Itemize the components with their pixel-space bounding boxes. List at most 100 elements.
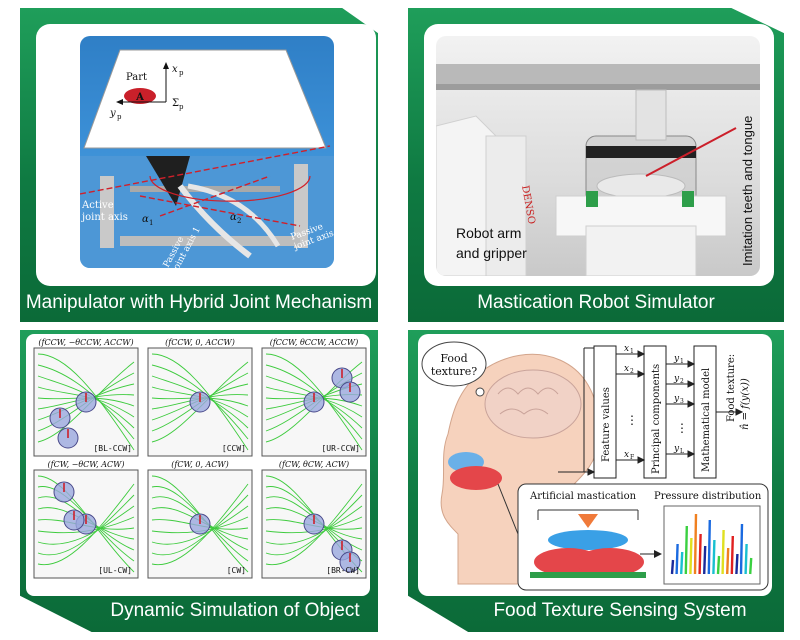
pressure-spike <box>670 559 675 575</box>
streamline <box>151 364 249 440</box>
x1-label: x <box>624 344 629 354</box>
y-dots: ⋮ <box>676 421 688 435</box>
simulation-cell-tag: [CW] <box>227 566 246 575</box>
svg-text:3: 3 <box>680 398 684 405</box>
streamline <box>37 505 135 545</box>
simulation-cell-title: (fCCW, 0, ACCW) <box>165 338 235 347</box>
svg-text:p: p <box>179 103 184 111</box>
manipulator-illustration: A Part x p y p Σ p <box>80 49 334 268</box>
panel-simulation-card: (fCCW, −θCCW, ACCW) [BL-CCW] (fCCW, 0, ACC… <box>26 334 370 596</box>
pressure-label: Pressure distribution <box>654 491 762 502</box>
food-diagram: Food texture? Feature values Principal c… <box>421 341 769 591</box>
pressure-spike <box>726 547 730 575</box>
streamline <box>151 353 249 451</box>
streamline <box>265 483 363 566</box>
svg-text:A: A <box>135 92 144 103</box>
x2-label: x <box>624 364 629 374</box>
pressure-spike <box>675 543 679 575</box>
y2-label: y <box>673 374 680 384</box>
mastication-photo: DENSO Robot arm and gripper Imitation te… <box>436 36 760 276</box>
y3-label: y <box>673 394 680 404</box>
streamline <box>265 494 363 556</box>
artificial-label: Artificial mastication <box>529 491 637 502</box>
streamline <box>37 353 135 451</box>
pressure-spike <box>721 529 725 575</box>
pressure-spike <box>744 543 748 575</box>
pressure-spike <box>684 525 688 575</box>
food-caption: Food Texture Sensing System <box>493 600 747 621</box>
simulation-caption: Dynamic Simulation of Object <box>110 600 360 621</box>
simulation-cell-tag: [BL-CCW] <box>93 444 132 453</box>
simulation-cell: (fCCW, θCCW, ACCW) [UR-CCW] <box>261 338 367 457</box>
panel-mastication-card: DENSO Robot arm and gripper Imitation te… <box>424 24 774 286</box>
feature-values-label: Feature values <box>601 387 612 462</box>
y1-label: y <box>673 354 680 364</box>
math-model-label: Mathematical model <box>701 368 712 472</box>
streamline <box>265 364 363 440</box>
alpha2-label: α <box>230 212 237 223</box>
pressure-spike <box>693 513 698 575</box>
streamline <box>37 494 135 556</box>
streamline <box>37 483 135 566</box>
manipulator-caption: Manipulator with Hybrid Joint Mechanism <box>25 292 373 313</box>
streamline <box>151 483 249 566</box>
simulation-cell-title: (fCCW, θCCW, ACCW) <box>270 338 359 347</box>
streamline <box>265 353 363 451</box>
simulation-cell-tag: [UR-CCW] <box>321 444 360 453</box>
xp-label: x <box>172 64 178 75</box>
part-label: Part <box>126 72 147 83</box>
streamline <box>151 494 249 556</box>
simulation-cell: (fCW, −θCW, ACW)[UL-CW] <box>33 460 139 579</box>
svg-text:1: 1 <box>630 348 634 355</box>
principal-components-label: Principal components <box>651 364 662 474</box>
formula-label: n̂ = f(y(x)) <box>740 378 751 430</box>
bubble-label-1: Food <box>440 352 467 365</box>
pressure-spike <box>730 535 734 575</box>
streamline <box>151 486 249 562</box>
streamline <box>265 505 363 545</box>
streamline <box>37 475 135 573</box>
pressure-spike <box>698 533 702 575</box>
pressure-spike <box>716 555 721 575</box>
food-texture-label: Food texture: <box>726 354 737 422</box>
active-axis-label: Active <box>81 200 114 211</box>
yp-label: y <box>109 108 116 119</box>
simulation-cell-title: (fCCW, −θCCW, ACCW) <box>38 338 133 347</box>
simulation-cell: (fCW, θCW, ACW)[BR-CW] <box>261 460 367 579</box>
simulation-cell: (fCW, 0, ACW) [CW] <box>147 460 253 579</box>
svg-text:2: 2 <box>237 217 241 225</box>
alpha1-label: α <box>142 214 149 225</box>
mastication-illustration: DENSO Robot arm and gripper Imitation te… <box>436 64 760 276</box>
streamline <box>151 505 249 545</box>
sigma-label: Σ <box>172 98 179 109</box>
simulation-cell: (fCCW, −θCCW, ACCW) [BL-CCW] <box>33 338 139 457</box>
streamline <box>151 475 249 573</box>
xF-label: x <box>624 450 629 460</box>
robot-arm-label-2: and gripper <box>456 245 527 261</box>
pressure-spike <box>707 519 711 575</box>
svg-text:1: 1 <box>680 358 684 365</box>
pressure-spike <box>739 523 744 575</box>
svg-text:p: p <box>117 113 122 121</box>
yL-label: y <box>673 444 680 454</box>
simulation-cell-title: (fCW, 0, ACW) <box>171 460 229 469</box>
pressure-spike <box>689 537 693 575</box>
svg-text:1: 1 <box>149 219 153 227</box>
pressure-spike <box>712 539 716 575</box>
pressure-spike <box>680 551 684 575</box>
pressure-chart <box>670 513 753 575</box>
simulation-grid: (fCCW, −θCCW, ACCW) [BL-CCW] (fCCW, 0, ACC… <box>33 338 367 579</box>
teeth-label: Imitation teeth and tongue <box>740 116 755 266</box>
svg-text:L: L <box>680 448 684 455</box>
active-axis-label-2: joint axis <box>81 212 128 223</box>
pressure-spike <box>749 557 753 575</box>
pressure-spike <box>703 545 707 575</box>
pressure-spike <box>735 553 739 575</box>
svg-text:2: 2 <box>630 368 634 375</box>
simulation-cell-title: (fCW, −θCW, ACW) <box>48 460 125 469</box>
svg-text:2: 2 <box>680 378 684 385</box>
streamline <box>37 486 135 562</box>
simulation-cell-tag: [CCW] <box>222 444 246 453</box>
bubble-label-2: texture? <box>431 365 477 378</box>
